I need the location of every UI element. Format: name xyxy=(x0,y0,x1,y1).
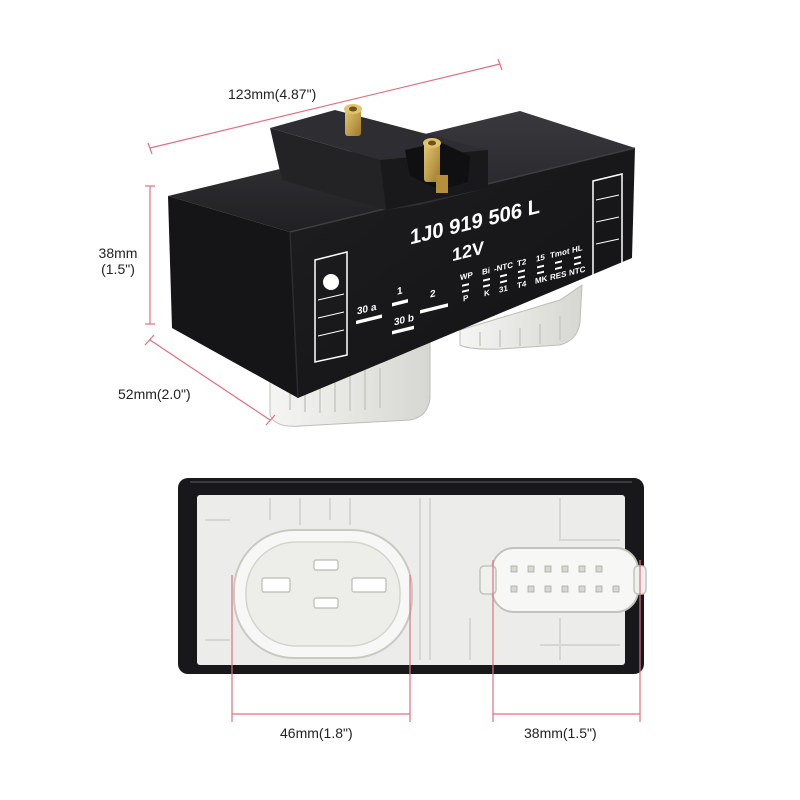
svg-text:T2: T2 xyxy=(517,257,527,268)
svg-text:NTC: NTC xyxy=(569,265,586,278)
svg-text:K: K xyxy=(484,288,490,298)
relay-top-view: 1J0 919 506 L 12V 30 a 1 30 b 2 WP Bi -N… xyxy=(168,104,636,427)
pin-label-30b: 30 b xyxy=(394,313,414,329)
housing-front-face xyxy=(168,196,298,398)
relay-bottom-view xyxy=(178,478,647,674)
svg-text:31: 31 xyxy=(499,284,508,295)
svg-text:15: 15 xyxy=(536,252,545,263)
dimension-lines-top xyxy=(144,58,503,426)
pin-label-2: 2 xyxy=(430,288,436,300)
svg-text:P: P xyxy=(463,293,469,303)
svg-text:WP: WP xyxy=(460,270,473,282)
length-dimension-label: 123mm(4.87") xyxy=(228,86,317,102)
width-dimension-label: 52mm(2.0") xyxy=(118,386,191,402)
svg-text:RES: RES xyxy=(550,269,567,282)
small-connector-icon xyxy=(479,547,647,613)
pin-labels-bottom: P K 31 T4 MK RES NTC xyxy=(463,265,586,304)
housing-side-face xyxy=(290,148,635,398)
brass-terminal-icon xyxy=(344,104,448,193)
height-dimension-label: 38mm (1.5") xyxy=(88,245,148,277)
height-mm-label: 38mm xyxy=(98,245,138,261)
dimension-lines-bottom xyxy=(231,560,641,722)
large-connector-dimension-label: 46mm(1.8") xyxy=(280,725,353,741)
outline-tabs xyxy=(314,173,623,363)
small-connector-dimension-label: 38mm(1.5") xyxy=(524,725,597,741)
pin-label-1: 1 xyxy=(397,285,403,297)
svg-text:T4: T4 xyxy=(517,279,527,290)
height-in-label: (1.5") xyxy=(101,261,135,277)
pin-label-30a: 30 a xyxy=(357,302,377,318)
svg-text:Bi: Bi xyxy=(482,266,490,277)
large-connector-icon xyxy=(233,529,413,659)
pin-labels-top: WP Bi -NTC T2 15 Tmot HL xyxy=(460,243,583,282)
pin-dashes xyxy=(462,255,581,293)
svg-text:MK: MK xyxy=(535,274,548,286)
svg-text:HL: HL xyxy=(572,243,583,254)
